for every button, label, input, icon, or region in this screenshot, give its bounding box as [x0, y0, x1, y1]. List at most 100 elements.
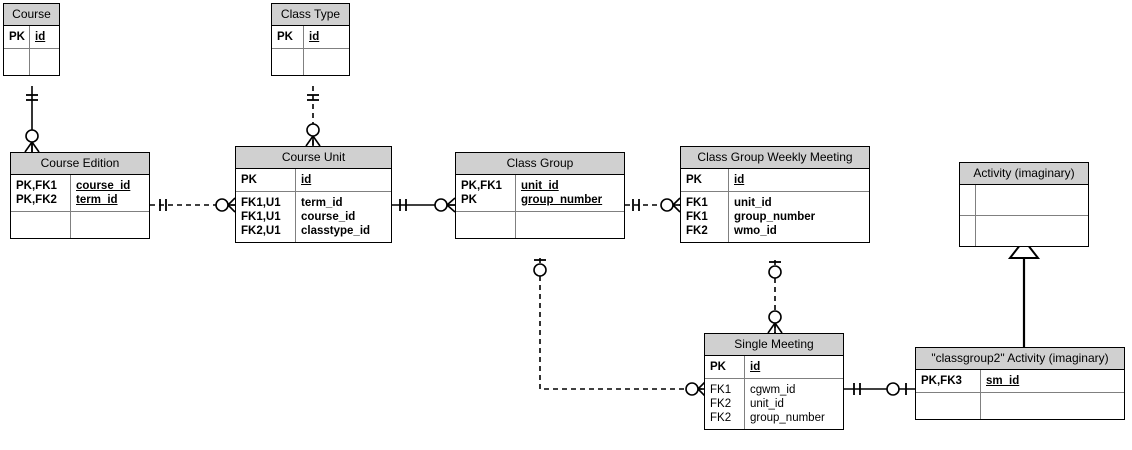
entity-section-course_edition-1: [11, 211, 149, 238]
attribute-column: course_id term_id: [71, 175, 149, 211]
attribute-column: id: [745, 356, 843, 378]
attribute-column: id: [729, 169, 869, 191]
relationship-class-type-to-course-unit: [305, 86, 321, 147]
key-label: FK1,U1: [241, 197, 281, 209]
key-label: FK1: [686, 211, 708, 223]
relationship-classgroup2-activity-inherits-activity: [1007, 238, 1041, 347]
key-column: [272, 49, 304, 75]
entity-activity[interactable]: Activity (imaginary): [959, 162, 1089, 247]
key-column: PK: [272, 26, 304, 48]
attribute-column: unit_id group_number wmo_id: [729, 192, 869, 242]
attribute-label: term_id: [76, 194, 118, 206]
entity-section-course_unit-0: PK id: [236, 169, 391, 191]
attribute-column: [976, 216, 1088, 246]
attribute-label: term_id: [301, 197, 343, 209]
key-label: FK1,U1: [241, 211, 281, 223]
key-label: PK: [710, 361, 726, 373]
key-column: [960, 216, 976, 246]
attribute-label: wmo_id: [734, 225, 777, 237]
attribute-label: id: [35, 31, 46, 43]
attribute-label: sm_id: [986, 375, 1020, 387]
key-column: [4, 49, 30, 75]
key-label: PK,FK3: [921, 375, 962, 387]
entity-title-single_meeting: Single Meeting: [705, 334, 843, 356]
attribute-label: id: [734, 174, 745, 186]
key-label: PK: [9, 31, 25, 43]
key-label: PK: [277, 31, 293, 43]
attribute-label: group_number: [734, 211, 816, 223]
entity-section-course-1: [4, 48, 59, 75]
attribute-column: unit_id group_number: [516, 175, 624, 211]
entity-title-course_edition: Course Edition: [11, 153, 149, 175]
key-column: PK: [705, 356, 745, 378]
entity-section-class_type-1: [272, 48, 349, 75]
relationship-class-group-to-cgwm: [625, 197, 681, 213]
attribute-label: cgwm_id: [750, 384, 796, 396]
entity-title-class_group: Class Group: [456, 153, 624, 175]
key-label: FK1: [710, 384, 732, 396]
key-label: PK: [241, 174, 257, 186]
attribute-label: unit_id: [521, 180, 559, 192]
attribute-label: id: [750, 361, 761, 373]
entity-title-cgwm: Class Group Weekly Meeting: [681, 147, 869, 169]
attribute-column: id: [296, 169, 391, 191]
key-label: FK2: [710, 398, 732, 410]
entity-section-classgroup2_activity-0: PK,FK3 sm_id: [916, 370, 1124, 392]
key-label: PK,FK2: [16, 194, 57, 206]
key-column: PK: [681, 169, 729, 191]
entity-section-activity-1: [960, 215, 1088, 246]
attribute-column: sm_id: [981, 370, 1124, 392]
attribute-label: classtype_id: [301, 225, 371, 237]
relationship-course-edition-to-course-unit: [150, 197, 236, 213]
relationship-course-unit-to-class-group: [392, 197, 456, 213]
key-column: [916, 393, 981, 419]
attribute-column: [71, 212, 149, 238]
entity-section-classgroup2_activity-1: [916, 392, 1124, 419]
attribute-column: [516, 212, 624, 238]
relationship-course-to-course-edition: [24, 86, 40, 153]
attribute-label: course_id: [76, 180, 131, 192]
attribute-label: unit_id: [750, 398, 784, 410]
attribute-label: id: [309, 31, 320, 43]
key-label: FK2: [686, 225, 708, 237]
attribute-column: id: [304, 26, 349, 48]
relationship-cgwm-to-single-meeting: [767, 260, 783, 334]
attribute-column: id: [30, 26, 59, 48]
entity-title-course: Course: [4, 4, 59, 26]
relationship-single-meeting-to-classgroup2-activity: [844, 382, 915, 396]
attribute-label: group_number: [750, 412, 825, 424]
relationship-class-group-to-single-meeting: [533, 258, 706, 397]
attribute-label: id: [301, 174, 312, 186]
key-column: PK: [236, 169, 296, 191]
attribute-label: course_id: [301, 211, 356, 223]
key-label: PK,FK1: [461, 180, 502, 192]
attribute-label: group_number: [521, 194, 603, 206]
entity-title-activity: Activity (imaginary): [960, 163, 1088, 185]
key-column: [11, 212, 71, 238]
entity-title-class_type: Class Type: [272, 4, 349, 26]
entity-section-class_type-0: PK id: [272, 26, 349, 48]
attribute-label: unit_id: [734, 197, 772, 209]
key-label: FK2: [710, 412, 732, 424]
key-label: PK: [461, 194, 477, 206]
entity-classgroup2_activity[interactable]: "classgroup2" Activity (imaginary)PK,FK3…: [915, 347, 1125, 420]
entity-section-single_meeting-0: PK id: [705, 356, 843, 378]
attribute-column: [976, 185, 1088, 215]
